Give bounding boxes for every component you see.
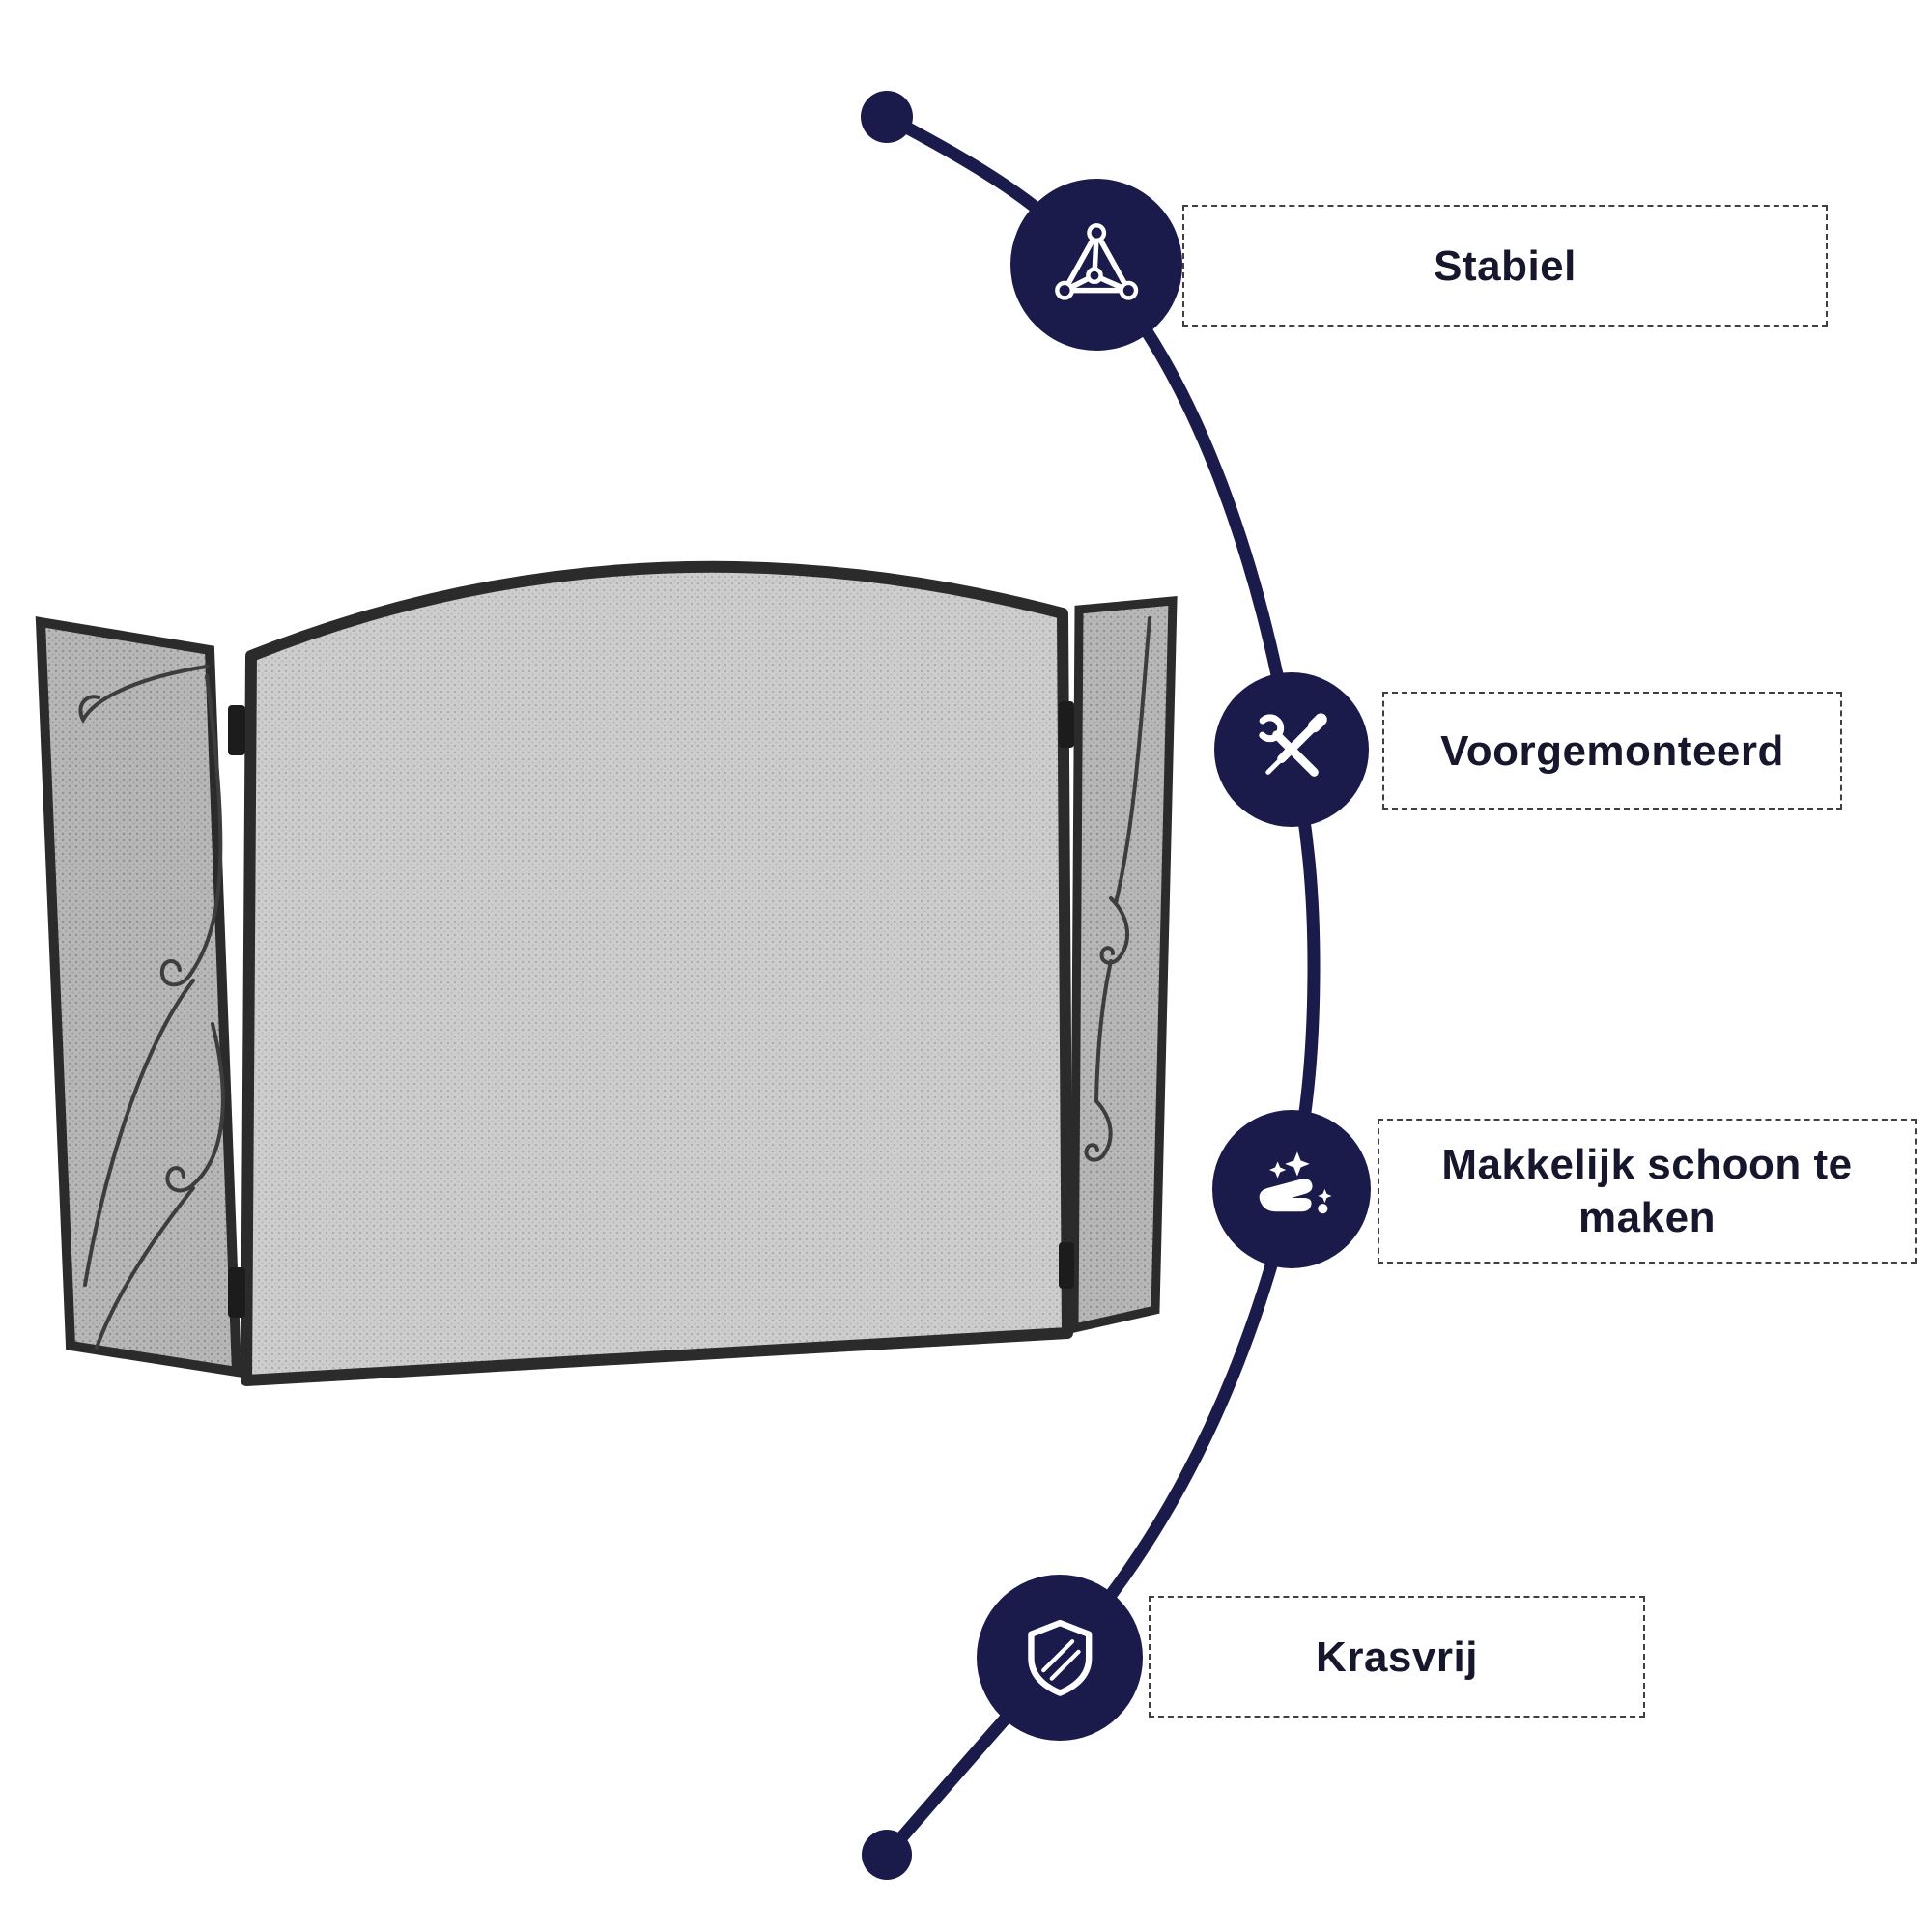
hinges (228, 701, 1074, 1318)
feature-label-voorgemonteerd: Voorgemonteerd (1382, 692, 1842, 810)
feature-label-makkelijk-schoon: Makkelijk schoon te maken (1378, 1119, 1917, 1264)
center-panel (241, 560, 1073, 1386)
left-panel (35, 616, 242, 1378)
curve-end-dot (862, 1830, 912, 1880)
left-panel-scrolls (78, 665, 225, 1350)
easy-clean-icon (1212, 1110, 1371, 1268)
feature-label-stabiel: Stabiel (1182, 205, 1828, 327)
stability-icon (1010, 179, 1182, 351)
right-panel (1069, 596, 1178, 1334)
fireplace-screen-illustration (35, 560, 1178, 1386)
scratch-free-shield-icon (977, 1575, 1143, 1741)
feature-label-text: Stabiel (1434, 242, 1577, 290)
tools-icon (1214, 672, 1369, 827)
feature-label-text: Krasvrij (1316, 1633, 1478, 1681)
curve-start-dot (861, 91, 913, 143)
right-panel-scrolls (1084, 616, 1151, 1162)
feature-label-krasvrij: Krasvrij (1149, 1596, 1645, 1718)
feature-label-text: Makkelijk schoon te maken (1441, 1141, 1853, 1241)
feature-label-text: Voorgemonteerd (1440, 726, 1784, 775)
